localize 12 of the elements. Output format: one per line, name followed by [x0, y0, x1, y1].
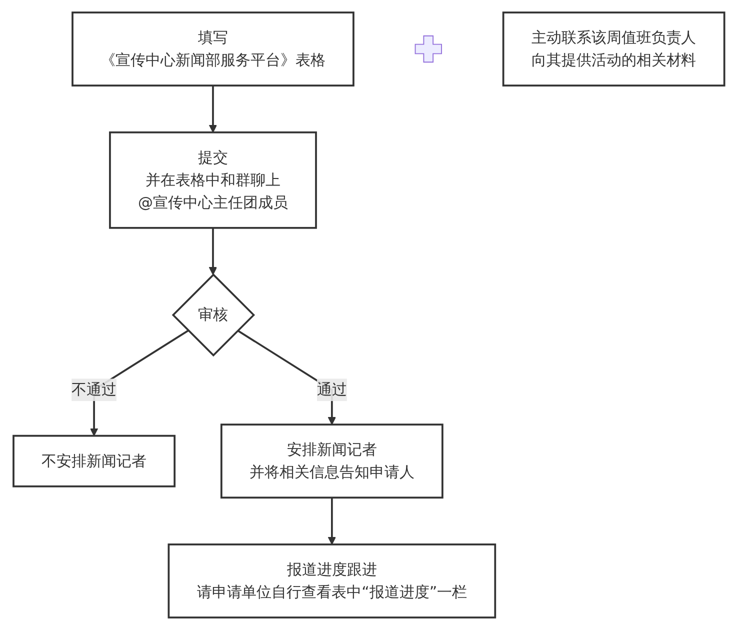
- edge-label: 不通过: [72, 380, 117, 398]
- arrow: [208, 85, 218, 132]
- node-box: 安排新闻记者 并将相关信息告知申请人: [220, 423, 444, 498]
- node-box: 不安排新闻记者: [12, 434, 176, 487]
- arrow: [208, 227, 218, 275]
- node-diamond: 审核: [172, 272, 256, 356]
- edge-label: 通过: [317, 380, 347, 398]
- node-box: 填写 《宣传中心新闻部服务平台》表格: [72, 11, 354, 86]
- node-box: 报道进度跟进 请申请单位自行查看表中“报道进度”一栏: [168, 543, 496, 618]
- node-box: 提交 并在表格中和群聊上 @宣传中心主任团成员: [109, 130, 318, 228]
- node-box: 主动联系该周值班负责人 向其提供活动的相关材料: [502, 11, 726, 86]
- arrow: [328, 497, 336, 544]
